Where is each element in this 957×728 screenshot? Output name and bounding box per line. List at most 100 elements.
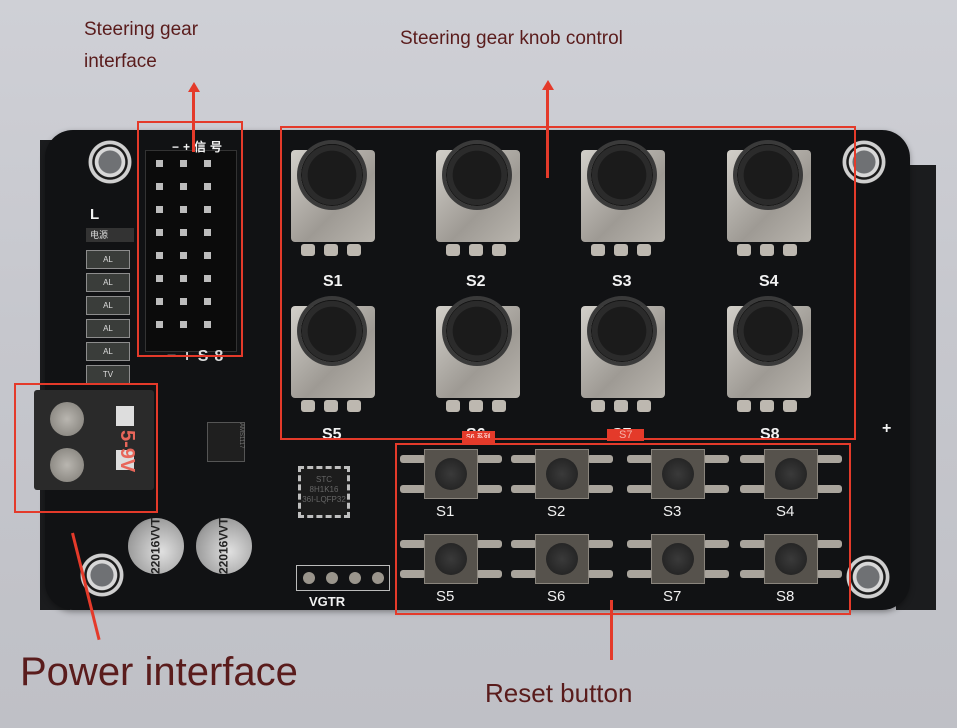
regulator-text: AMS1117 [238, 423, 244, 449]
knob-icon[interactable] [446, 144, 508, 206]
button-lead [740, 570, 766, 578]
button-cap-icon[interactable] [546, 458, 578, 490]
pot-label: S2 [466, 273, 486, 290]
button-lead [703, 540, 729, 548]
mcu-model: 8H1K16 [309, 485, 339, 494]
button-cap-icon[interactable] [775, 458, 807, 490]
button-cap-icon[interactable] [662, 543, 694, 575]
header-pin [156, 321, 163, 328]
knob-icon[interactable] [591, 300, 653, 362]
header-pin [180, 229, 187, 236]
capacitor-text: 220 [216, 554, 231, 575]
capacitor-text: 220 [148, 554, 163, 575]
header-pin [204, 206, 211, 213]
capacitor-text: VT [216, 517, 231, 533]
terminal-screw-icon [50, 448, 84, 482]
arrow-line [192, 92, 195, 152]
button-lead [476, 455, 502, 463]
reset-button[interactable] [627, 534, 729, 584]
knob-icon[interactable] [737, 144, 799, 206]
callout-power-interface: Power interface [20, 650, 298, 694]
knob-icon[interactable] [301, 300, 363, 362]
knob-icon[interactable] [446, 300, 508, 362]
knob-icon[interactable] [737, 300, 799, 362]
header-pin [156, 160, 163, 167]
pot-pins [737, 244, 797, 256]
pot-label: S3 [612, 273, 632, 290]
button-cap-icon[interactable] [435, 543, 467, 575]
reset-button[interactable] [400, 534, 502, 584]
potentiometer-knob[interactable] [287, 296, 379, 414]
potentiometer-knob[interactable] [723, 140, 815, 258]
button-lead [740, 455, 766, 463]
capacitor-text: 16V [148, 532, 163, 555]
reset-button[interactable] [511, 449, 613, 499]
button-cap-icon[interactable] [546, 543, 578, 575]
knob-icon[interactable] [301, 144, 363, 206]
button-lead [511, 570, 537, 578]
voltage-regulator: AMS1117 [207, 422, 245, 462]
reset-button[interactable] [400, 449, 502, 499]
header-pin [180, 160, 187, 167]
signal-label: 信 [194, 140, 211, 154]
button-cap-icon[interactable] [435, 458, 467, 490]
button-lead [476, 570, 502, 578]
header-pin [180, 183, 187, 190]
potentiometer-knob[interactable] [432, 140, 524, 258]
highlight-reset-buttons [395, 443, 851, 615]
reset-button[interactable] [511, 534, 613, 584]
button-lead [703, 455, 729, 463]
terminal-contact [116, 406, 134, 426]
header-pin [156, 298, 163, 305]
mounting-hole-top-right [842, 140, 886, 184]
button-lead [627, 540, 653, 548]
left-l-label: L [90, 206, 100, 223]
button-label: S6 [547, 588, 566, 605]
arrow-up-icon [188, 82, 200, 92]
plus-label: + [183, 140, 195, 154]
button-lead [703, 485, 729, 493]
button-cap-icon[interactable] [775, 543, 807, 575]
button-lead [511, 455, 537, 463]
pot-pins [446, 244, 506, 256]
button-lead [627, 455, 653, 463]
mcu-package: 36I-LQFP32 [302, 495, 346, 504]
potentiometer-knob[interactable] [577, 140, 669, 258]
reset-button[interactable] [740, 534, 842, 584]
callout-knob-control: Steering gear knob control [400, 28, 623, 49]
button-lead [476, 485, 502, 493]
pin-hole [302, 572, 315, 584]
capacitor-text: VT [148, 517, 163, 533]
arrow-line [610, 600, 613, 660]
fuse: AL [86, 342, 130, 361]
power-terminal-block [34, 390, 154, 490]
servo-header-pins [150, 160, 230, 350]
button-lead [816, 455, 842, 463]
header-pin [204, 160, 211, 167]
potentiometer-knob[interactable] [723, 296, 815, 414]
highlight-knob-control [280, 126, 856, 440]
header-pin [156, 275, 163, 282]
button-cap-icon[interactable] [662, 458, 694, 490]
potentiometer-knob[interactable] [577, 296, 669, 414]
knob-icon[interactable] [591, 144, 653, 206]
mounting-hole-top-left [88, 140, 132, 184]
header-pin [204, 229, 211, 236]
terminal-screw-icon [50, 402, 84, 436]
potentiometer-knob[interactable] [287, 140, 379, 258]
fuse: AL [86, 250, 130, 269]
arrow-up-icon [542, 80, 554, 90]
button-lead [703, 570, 729, 578]
header-pin [180, 321, 187, 328]
pot-pins [301, 400, 361, 412]
reset-button[interactable] [627, 449, 729, 499]
button-body [424, 449, 478, 499]
header-pin [180, 252, 187, 259]
button-lead [400, 540, 426, 548]
potentiometer-knob[interactable] [432, 296, 524, 414]
reset-button[interactable] [740, 449, 842, 499]
fuse: AL [86, 273, 130, 292]
header-pin [204, 275, 211, 282]
header-pin-labels: −+信号 [172, 138, 226, 155]
